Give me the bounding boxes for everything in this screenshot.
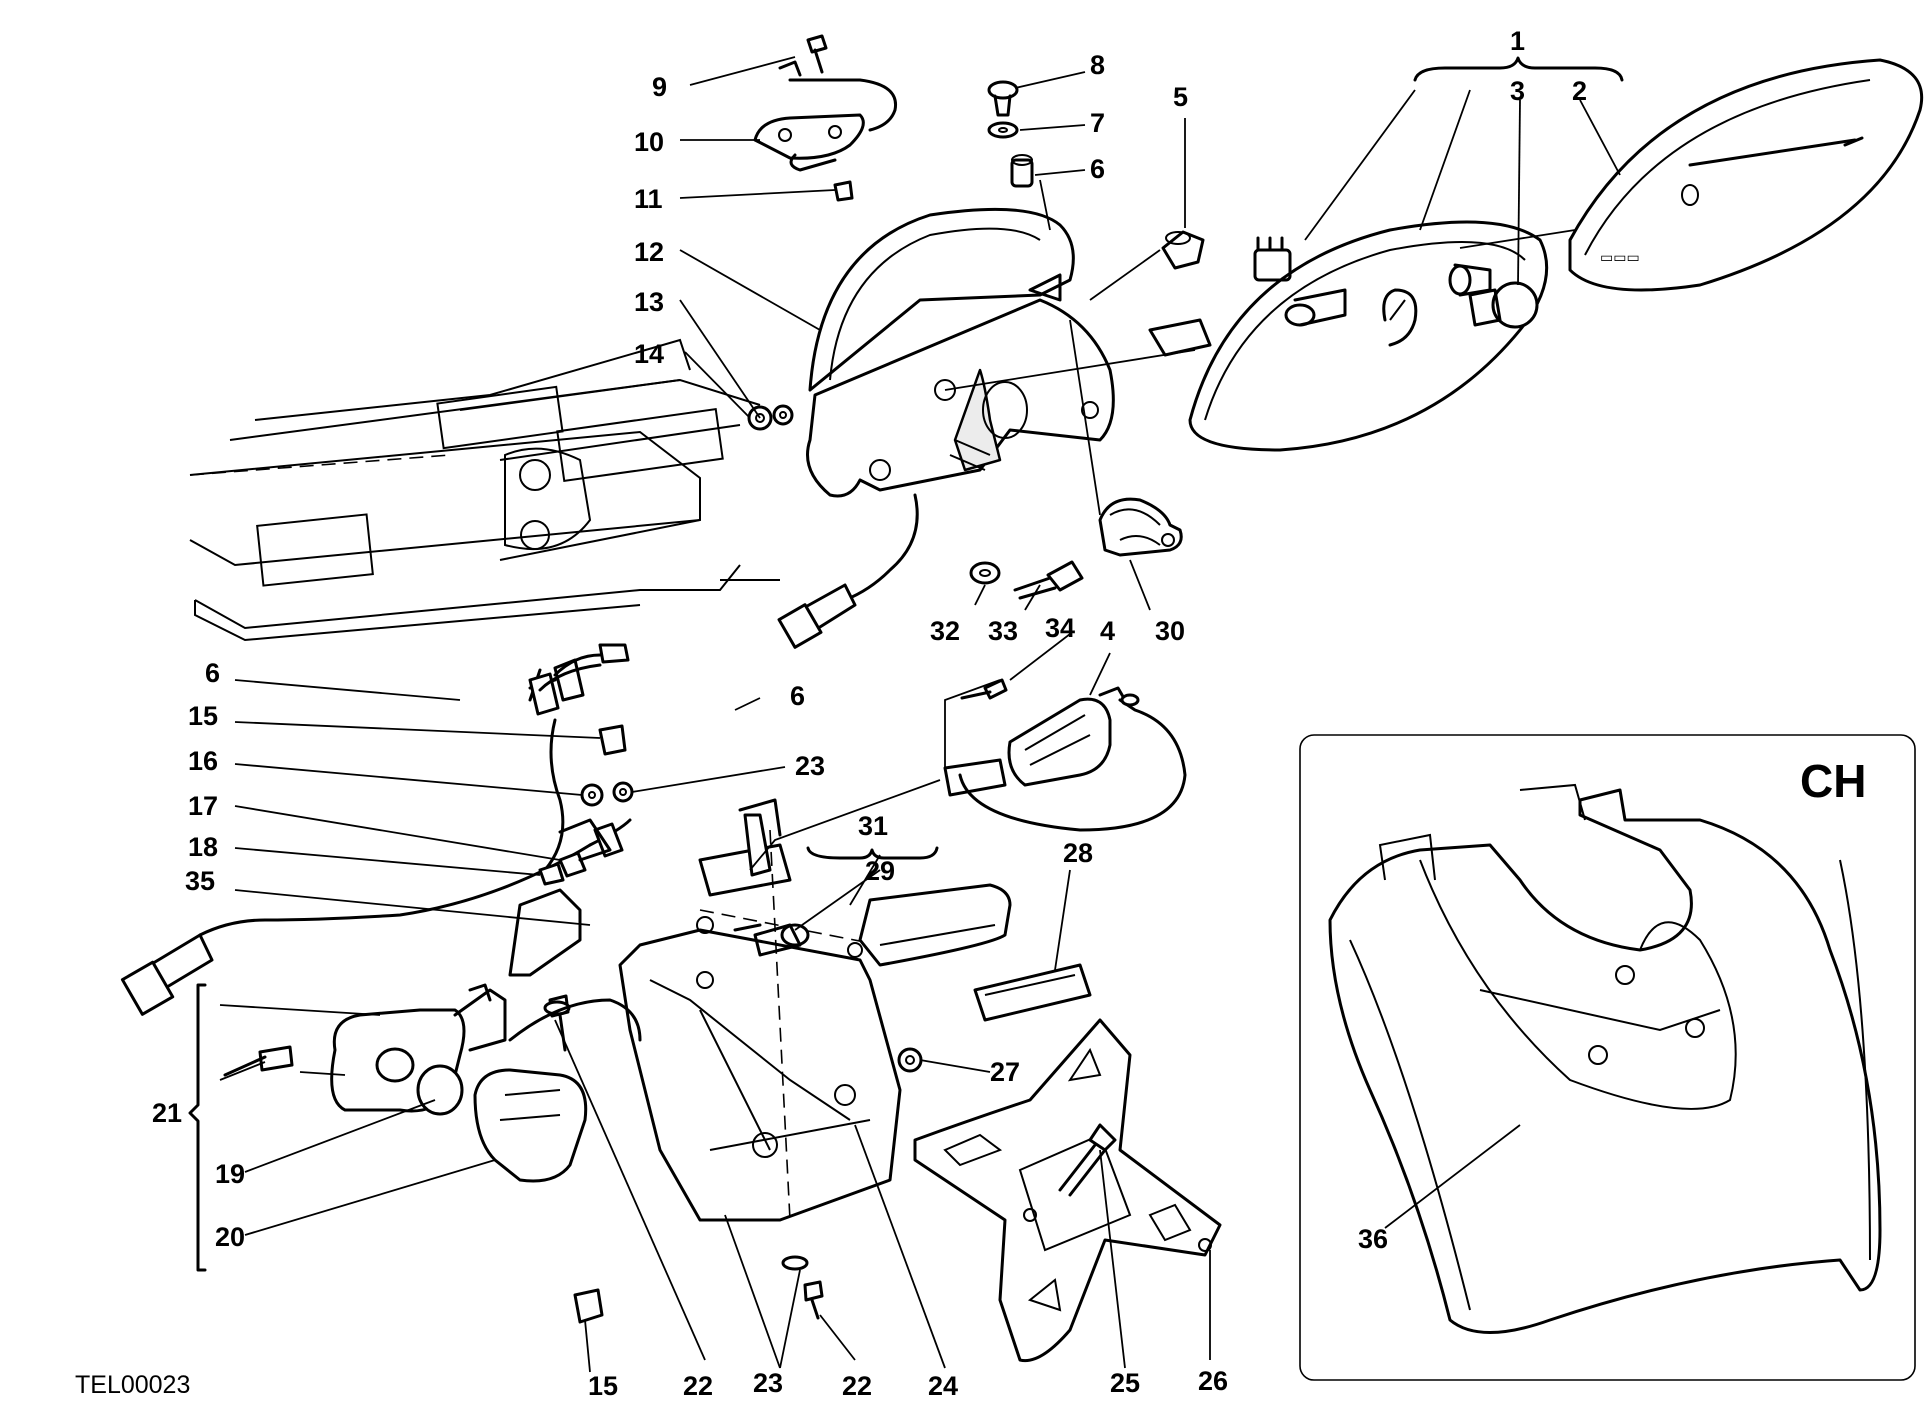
callout-13: 13 <box>634 287 664 317</box>
callout-32: 32 <box>930 616 960 646</box>
callout-18: 18 <box>188 832 218 862</box>
callout-26: 26 <box>1198 1366 1228 1396</box>
callout-23-lower: 23 <box>753 1368 783 1398</box>
callout-5: 5 <box>1173 82 1188 112</box>
callout-34: 34 <box>1045 613 1075 643</box>
callout-30: 30 <box>1155 616 1185 646</box>
left-wiring-harness <box>120 643 642 1183</box>
callout-25: 25 <box>1110 1368 1140 1398</box>
callout-8: 8 <box>1090 50 1105 80</box>
callout-23-upper: 23 <box>795 751 825 781</box>
callout-1: 1 <box>1510 26 1525 56</box>
callout-28: 28 <box>1063 838 1093 868</box>
callout-4: 4 <box>1100 616 1115 646</box>
tail-light-callouts <box>1304 56 1624 286</box>
callout-3: 3 <box>1510 76 1525 106</box>
tail-wiring-connector <box>777 493 919 649</box>
callout-6-left: 6 <box>205 658 220 688</box>
turn-signal-right <box>943 678 1187 832</box>
callout-16: 16 <box>188 746 218 776</box>
callout-10: 10 <box>634 127 664 157</box>
callout-17: 17 <box>188 791 218 821</box>
callout-21: 21 <box>152 1098 182 1128</box>
callout-22-right: 22 <box>842 1371 872 1401</box>
callout-7: 7 <box>1090 108 1105 138</box>
number-plate-holder <box>508 798 923 1324</box>
leader-lines <box>188 56 1211 1373</box>
drawing-code: TEL00023 <box>75 1371 190 1399</box>
callout-22-left: 22 <box>683 1371 713 1401</box>
callout-20: 20 <box>215 1222 245 1252</box>
callout-2: 2 <box>1572 76 1587 106</box>
plate-support <box>913 1018 1222 1363</box>
callout-15-lower: 15 <box>588 1371 618 1401</box>
plate-light <box>733 883 1092 1022</box>
callout-11: 11 <box>634 184 663 214</box>
tail-light-lens: ▭▭▭ <box>1568 58 1924 292</box>
callout-19: 19 <box>215 1159 245 1189</box>
callout-6-mid: 6 <box>790 681 805 711</box>
callout-31: 31 <box>858 811 888 841</box>
callout-29: 29 <box>865 856 895 886</box>
callout-27: 27 <box>990 1057 1020 1087</box>
callout-36: 36 <box>1358 1224 1388 1254</box>
svg-text:▭▭▭: ▭▭▭ <box>1600 249 1640 265</box>
inset-ch <box>1299 734 1916 1381</box>
callout-12: 12 <box>634 237 664 267</box>
callout-15-upper: 15 <box>188 701 218 731</box>
callout-labels: 1 2 3 4 5 6 6 6 7 8 9 10 11 12 13 14 15 … <box>152 26 1587 1401</box>
seat-tail-bracket <box>806 207 1115 498</box>
callout-6-top: 6 <box>1090 154 1105 184</box>
callout-33: 33 <box>988 616 1018 646</box>
inset-title: CH <box>1800 755 1866 807</box>
tail-light-housing <box>1148 220 1549 452</box>
plate-light-bracket-top <box>753 34 898 202</box>
rear-subframe <box>189 338 780 642</box>
callout-9: 9 <box>652 72 667 102</box>
callout-14: 14 <box>634 339 664 369</box>
callout-35: 35 <box>185 866 215 896</box>
callout-24: 24 <box>928 1371 958 1401</box>
